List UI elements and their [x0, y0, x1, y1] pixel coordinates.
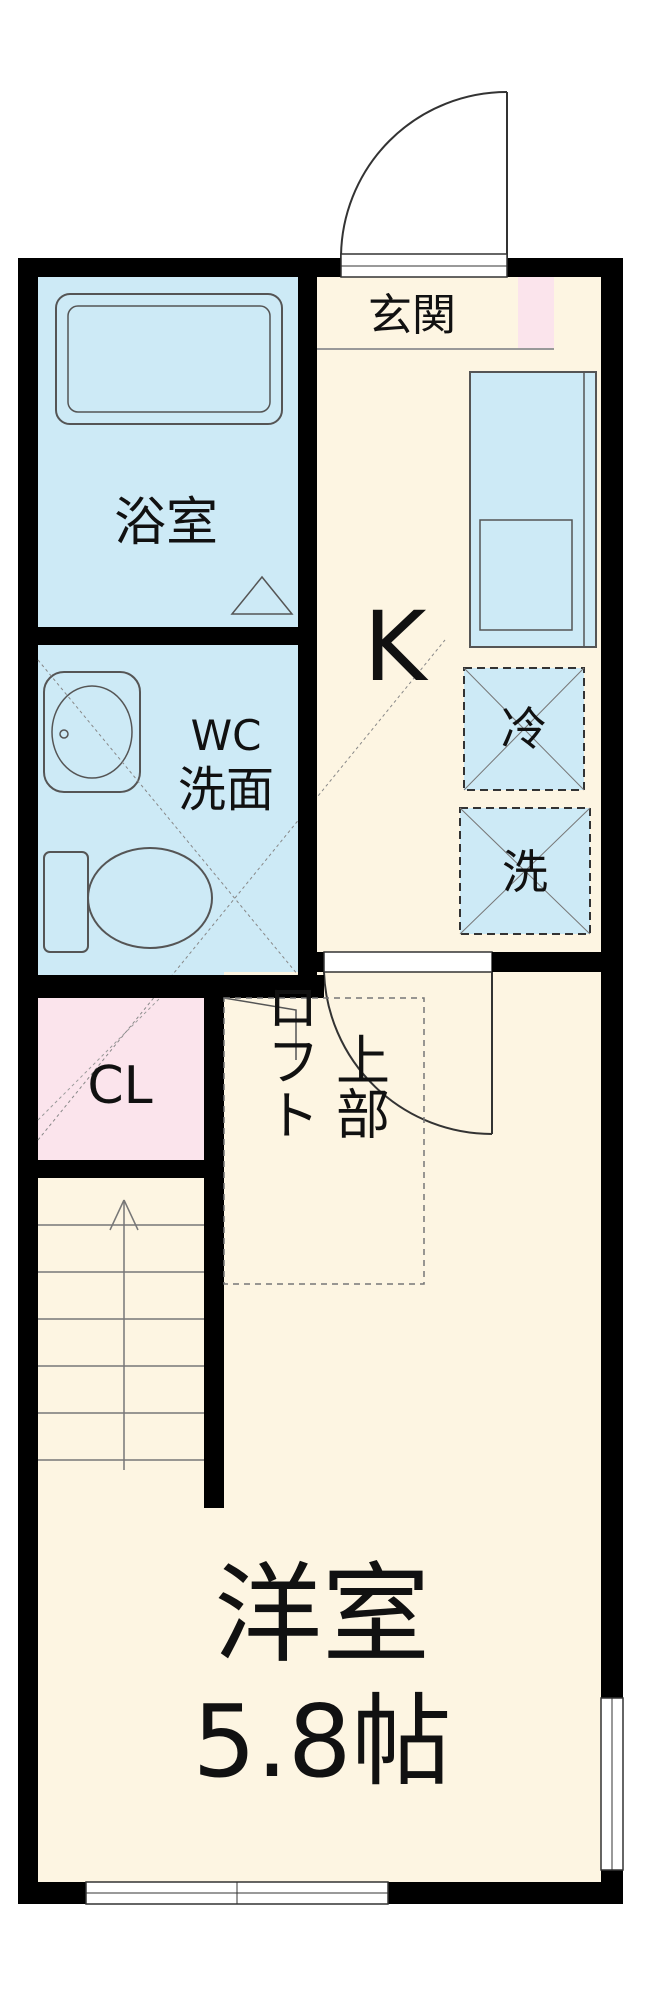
stair-floor [38, 1178, 204, 1508]
kitchen-label: K [364, 591, 429, 703]
washbasin-tap [59, 729, 69, 739]
partition-vertical [298, 277, 317, 982]
wc-diagonal-1 [37, 659, 299, 976]
room-door-arc [323, 971, 493, 1135]
room-floor-lower [38, 1508, 601, 1882]
loft-outline [223, 997, 425, 1285]
staircase [38, 1199, 204, 1470]
partition-bath-wc [38, 627, 298, 645]
room-area-label: 5.8帖 [192, 1683, 451, 1800]
fridge-x-2 [463, 667, 585, 791]
room-door-opening [323, 951, 493, 973]
closet-label: CL [87, 1056, 152, 1116]
loft-upper-label: 上部 [327, 1032, 390, 1140]
bathtub-inner [67, 305, 271, 413]
bathtub [55, 293, 283, 425]
toilet-bowl [87, 847, 213, 949]
washbasin [43, 671, 141, 793]
entrance-pink-strip [518, 277, 554, 349]
loft-label: ロフト [257, 979, 320, 1141]
kitchen-counter [469, 371, 597, 648]
closet-floor [38, 998, 204, 1160]
bath-label: 浴室 [114, 493, 218, 553]
washer-label: 洗 [502, 845, 548, 899]
entry-door-arc [340, 91, 508, 259]
bath-drain-triangle [230, 575, 294, 615]
wc-floor [38, 645, 298, 975]
partition-closet-side [204, 998, 224, 1508]
western-room-label: 洋室 [214, 1553, 430, 1678]
entrance-floor [317, 277, 554, 349]
closet-door-arc [223, 997, 297, 1060]
partition-wc-room [38, 975, 324, 998]
partition-kitchen-room [492, 952, 601, 972]
entrance-label: 玄関 [368, 290, 456, 341]
partition-closet-stair [38, 1160, 204, 1178]
wc-washroom-label: 洗面 [178, 762, 274, 818]
wc-label: WC [191, 711, 262, 760]
kitchen-sink [479, 519, 573, 631]
closet-diagonal [37, 997, 161, 1121]
washbasin-bowl [51, 685, 133, 779]
bath-floor [38, 277, 298, 627]
washer-x-2 [459, 807, 591, 935]
fridge-label: 冷 [501, 702, 547, 756]
